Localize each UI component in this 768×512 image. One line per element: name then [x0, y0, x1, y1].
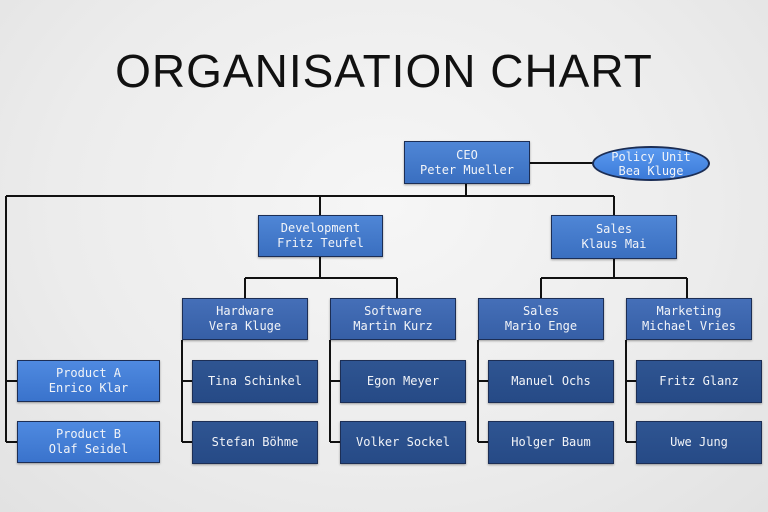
policy-unit-oval: Policy Unit Bea Kluge — [592, 146, 710, 181]
sales-head-box: Sales Klaus Mai — [551, 215, 677, 259]
product-a-box: Product A Enrico Klar — [17, 360, 160, 402]
sales-team-role: Sales — [522, 304, 560, 318]
hardware-name: Vera Kluge — [208, 319, 282, 333]
hardware-box: Hardware Vera Kluge — [182, 298, 308, 340]
product-a-role: Product A — [55, 366, 122, 380]
staff-box: Uwe Jung — [636, 421, 762, 464]
policy-unit-role: Policy Unit — [611, 149, 691, 164]
staff-name: Uwe Jung — [670, 435, 728, 449]
chart-title: ORGANISATION CHART — [115, 45, 653, 97]
hardware-role: Hardware — [216, 304, 274, 318]
product-b-name: Olaf Seidel — [48, 442, 129, 456]
development-box: Development Fritz Teufel — [258, 215, 383, 257]
staff-box: Fritz Glanz — [636, 360, 762, 403]
development-name: Fritz Teufel — [277, 236, 364, 250]
software-role: Software — [364, 304, 422, 318]
staff-box: Egon Meyer — [340, 360, 466, 403]
software-name: Martin Kurz — [353, 319, 433, 333]
staff-box: Tina Schinkel — [192, 360, 318, 403]
ceo-role: CEO — [456, 147, 478, 162]
staff-name: Fritz Glanz — [659, 374, 739, 388]
marketing-box: Marketing Michael Vries — [626, 298, 752, 340]
software-box: Software Martin Kurz — [330, 298, 456, 340]
staff-name: Volker Sockel — [356, 435, 450, 449]
ceo-box: CEO Peter Mueller — [404, 141, 530, 184]
staff-name: Tina Schinkel — [208, 374, 302, 388]
marketing-name: Michael Vries — [642, 319, 736, 333]
staff-box: Holger Baum — [488, 421, 614, 464]
product-a-name: Enrico Klar — [48, 381, 129, 395]
development-role: Development — [280, 221, 361, 235]
staff-name: Stefan Böhme — [211, 435, 299, 449]
staff-name: Manuel Ochs — [511, 374, 591, 388]
sales-team-name: Mario Enge — [504, 319, 578, 333]
policy-unit-name: Bea Kluge — [618, 163, 684, 178]
sales-head-role: Sales — [595, 222, 633, 236]
staff-box: Manuel Ochs — [488, 360, 614, 403]
product-b-box: Product B Olaf Seidel — [17, 421, 160, 463]
marketing-role: Marketing — [656, 304, 722, 318]
sales-head-name: Klaus Mai — [581, 237, 647, 251]
staff-box: Stefan Böhme — [192, 421, 318, 464]
staff-box: Volker Sockel — [340, 421, 466, 464]
staff-name: Egon Meyer — [366, 374, 440, 388]
product-b-role: Product B — [55, 427, 122, 441]
staff-name: Holger Baum — [511, 435, 591, 449]
sales-team-box: Sales Mario Enge — [478, 298, 604, 340]
ceo-name: Peter Mueller — [420, 162, 514, 177]
